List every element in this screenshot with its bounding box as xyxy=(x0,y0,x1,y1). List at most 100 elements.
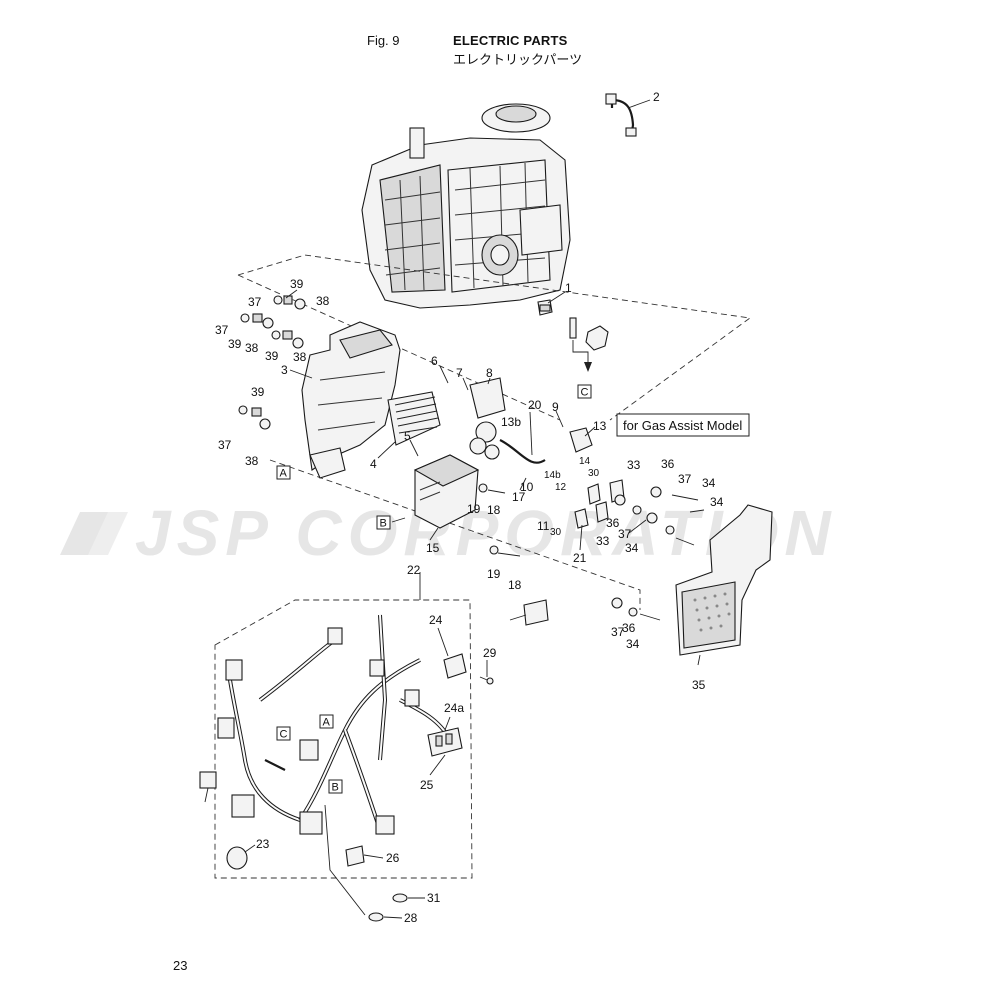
callout-33: 37 xyxy=(678,472,692,486)
part-13-gas-assist xyxy=(569,427,593,453)
gas-assist-note: for Gas Assist Model xyxy=(616,413,750,437)
callout-37: 35 xyxy=(692,678,706,692)
callout-14b: 14b xyxy=(544,470,561,481)
page-number: 23 xyxy=(173,958,188,973)
callout-24a: 25 xyxy=(420,778,434,792)
figure-title-english: ELECTRIC PARTS xyxy=(453,33,568,48)
callout-33: 37 xyxy=(618,527,632,541)
callout-36: 39 xyxy=(228,337,242,351)
washer-18b xyxy=(478,483,488,493)
harness-connector-6 xyxy=(231,794,255,818)
ref-box-a-lower: A xyxy=(319,714,334,729)
callout-31: 34 xyxy=(626,637,640,651)
ref-box-c-lower: C xyxy=(276,726,291,741)
fasteners-right xyxy=(478,479,699,621)
callout-34: 36 xyxy=(661,457,675,471)
callout-21: 22 xyxy=(407,563,421,577)
harness-connector-7 xyxy=(299,811,323,835)
callout-15: 15 xyxy=(426,541,440,555)
bolt-17b xyxy=(487,489,506,494)
cap-20a xyxy=(587,483,601,505)
figure-title-japanese: エレクトリックパーツ xyxy=(453,52,583,67)
callout-29: 31 xyxy=(427,891,441,905)
engine-block xyxy=(361,103,571,309)
callout-11: 11 xyxy=(537,519,550,533)
callout-19: 20 xyxy=(528,398,542,412)
fasteners-left xyxy=(238,295,306,430)
svg-text:C: C xyxy=(280,729,288,741)
svg-text:for Gas Assist Model: for Gas Assist Model xyxy=(623,418,742,433)
svg-text:B: B xyxy=(380,518,387,530)
callout-9: 9 xyxy=(552,400,559,414)
callout-7: 7 xyxy=(456,366,463,380)
washer-34b xyxy=(646,512,658,524)
harness-connector-2 xyxy=(225,659,243,681)
bolt-17 xyxy=(497,552,521,557)
callout-35: 38 xyxy=(293,350,307,364)
part-24-fuse-holder xyxy=(427,727,463,757)
washer-34c xyxy=(650,486,662,498)
callout-13: 13 xyxy=(593,419,607,433)
callout-33: 37 xyxy=(218,438,232,452)
callout-22: 23 xyxy=(256,837,270,851)
callout-labels: 2 1 39 37 38 37 39 38 39 38 3 39 37 38 4… xyxy=(215,90,724,925)
assembly-outline-lower xyxy=(269,459,641,610)
callout-26: 30 xyxy=(550,527,562,538)
washer-set-2 xyxy=(240,313,274,329)
ref-box-b-upper: B xyxy=(376,515,406,530)
callout-33: 37 xyxy=(248,295,262,309)
part-38-label xyxy=(523,599,549,626)
svg-text:B: B xyxy=(332,782,339,794)
washer-34d xyxy=(611,597,623,609)
part-4-regulator xyxy=(387,391,441,446)
callout-10: 10 xyxy=(520,480,534,494)
harness-connector-1 xyxy=(327,627,343,645)
ref-box-c-upper: C xyxy=(577,384,592,399)
callout-33: 37 xyxy=(215,323,229,337)
callout-20: 21 xyxy=(573,551,587,565)
svg-text:A: A xyxy=(323,717,331,729)
callout-34: 36 xyxy=(622,621,636,635)
callout-8: 8 xyxy=(486,366,493,380)
washer-set-1 xyxy=(273,295,306,310)
part-2-cable xyxy=(605,93,637,137)
cap-20c xyxy=(574,508,589,529)
callout-28: 28 xyxy=(404,911,418,925)
washer-set-3 xyxy=(271,330,304,349)
ref-box-a-upper: A xyxy=(276,465,291,480)
callout-1: 1 xyxy=(565,281,572,295)
figure-number: Fig. 9 xyxy=(367,33,400,48)
callout-35: 38 xyxy=(245,341,259,355)
callout-23: 24 xyxy=(429,613,443,627)
callout-13b: 13b xyxy=(501,415,521,429)
washer-34a xyxy=(614,494,626,506)
washer-33c xyxy=(628,607,638,617)
callout-36: 39 xyxy=(290,277,304,291)
harness-outline xyxy=(214,599,473,879)
callout-30: 33 xyxy=(627,458,641,472)
assembly-outline-upper xyxy=(237,254,752,421)
harness-connector-8 xyxy=(369,659,385,677)
fitting-near-c xyxy=(569,317,609,372)
part-39-connector xyxy=(199,771,217,789)
callout-31: 34 xyxy=(625,541,639,555)
callout-17: 18 xyxy=(508,578,522,592)
callout-36: 39 xyxy=(265,349,279,363)
callout-3: 3 xyxy=(281,363,288,377)
callout-26: 30 xyxy=(588,468,600,479)
callout-33: 37 xyxy=(611,625,625,639)
callout-2: 2 xyxy=(653,90,660,104)
washer-33a xyxy=(632,505,642,515)
callout-6: 6 xyxy=(431,354,438,368)
cap-20b xyxy=(595,501,609,523)
part-27-screw xyxy=(479,676,494,685)
callout-30: 33 xyxy=(596,534,610,548)
part-28-clip xyxy=(368,912,384,922)
part-37-cover xyxy=(675,504,773,656)
part-3-bracket xyxy=(301,321,401,479)
svg-text:A: A xyxy=(280,468,288,480)
clip-28-lead xyxy=(324,804,366,916)
callout-36: 39 xyxy=(251,385,265,399)
callout-31: 34 xyxy=(702,476,716,490)
